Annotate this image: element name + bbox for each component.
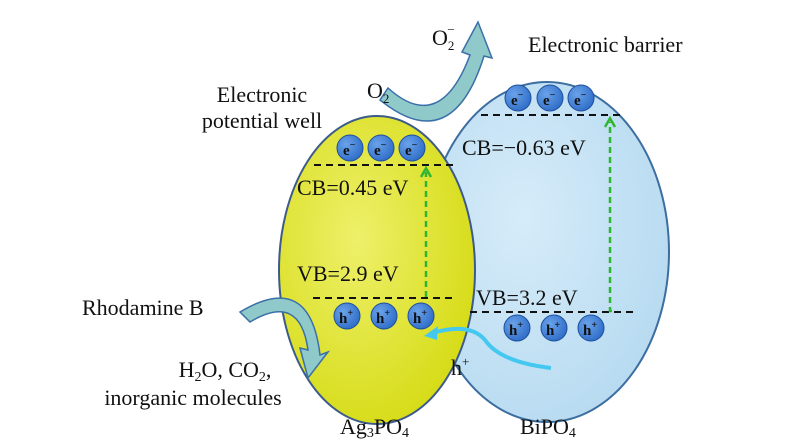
svg-text:e−: e− [343, 140, 356, 159]
hole-transfer-arrowhead [424, 326, 438, 340]
rhodamine-label: Rhodamine B [82, 295, 204, 320]
hole: h+ [407, 302, 435, 330]
superoxide-label: O2− [432, 22, 455, 53]
hole-transfer-arrow [431, 326, 552, 370]
bipo4-holes: h+ h+ h+ [503, 314, 605, 342]
potential-well-label-line1: Electronic [217, 82, 308, 107]
bipo4-vb-label: VB=3.2 eV [476, 285, 578, 310]
products-label-line2: inorganic molecules [104, 385, 281, 410]
o2-label: O2 [367, 78, 389, 106]
hole: h+ [577, 314, 605, 342]
hole: h+ [540, 314, 568, 342]
ag3po4-cb-label: CB=0.45 eV [297, 175, 409, 200]
hole: h+ [370, 302, 398, 330]
svg-text:e−: e− [374, 140, 387, 159]
potential-well-label-line2: potential well [202, 108, 322, 133]
bipo4-cb-label: CB=−0.63 eV [462, 135, 586, 160]
hole: h+ [333, 302, 361, 330]
ag3po4-electrons: e− e− e− [336, 134, 426, 162]
svg-text:e−: e− [405, 140, 418, 159]
electron: e− [367, 134, 395, 162]
bipo4-excitation-arrow [603, 115, 617, 313]
electron: e− [398, 134, 426, 162]
o2-reduction-arrow [378, 20, 494, 122]
ag3po4-vb-label: VB=2.9 eV [297, 261, 399, 286]
svg-text:h+: h+ [583, 320, 597, 339]
bipo4-name: BiPO4 [520, 414, 576, 441]
bipo4-electrons: e− e− e− [504, 84, 595, 112]
svg-text:h+: h+ [413, 308, 427, 327]
svg-text:h+: h+ [376, 308, 390, 327]
svg-text:e−: e− [574, 90, 587, 109]
hole-transfer-label: h+ [451, 354, 469, 380]
ag3po4-name: Ag3PO4 [340, 414, 409, 441]
svg-text:h+: h+ [509, 320, 523, 339]
rhodamine-degradation-arrow [238, 297, 331, 380]
ag3po4-holes: h+ h+ h+ [333, 302, 435, 330]
electronic-barrier-label: Electronic barrier [528, 32, 683, 57]
electron: e− [567, 84, 595, 112]
svg-text:e−: e− [543, 90, 556, 109]
electron: e− [536, 84, 564, 112]
products-label-line1: H2O, CO2, [179, 357, 272, 385]
svg-text:h+: h+ [339, 308, 353, 327]
svg-text:e−: e− [511, 90, 524, 109]
hole: h+ [503, 314, 531, 342]
svg-text:h+: h+ [546, 320, 560, 339]
electron: e− [504, 84, 532, 112]
electron: e− [336, 134, 364, 162]
